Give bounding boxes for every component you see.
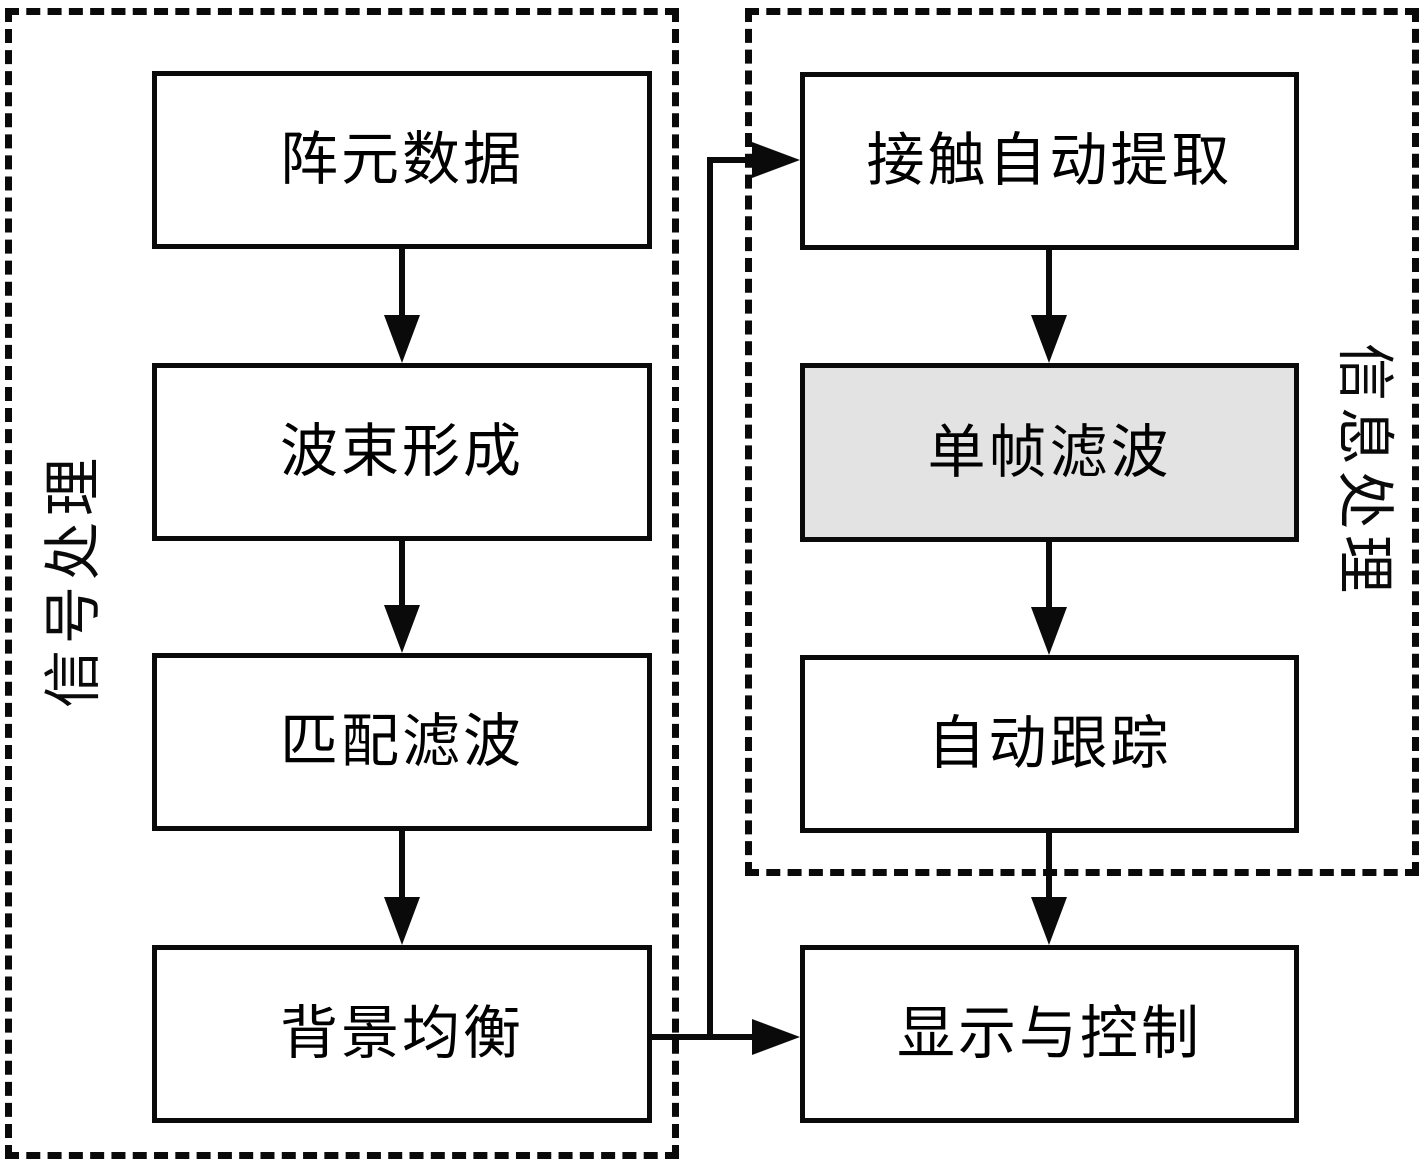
node-single-frame-filter: 单帧滤波 xyxy=(800,363,1299,542)
signal-processing-group-frame xyxy=(5,8,679,1159)
node-array-data: 阵元数据 xyxy=(152,71,652,249)
node-display-and-control: 显示与控制 xyxy=(800,945,1299,1123)
arrowhead-background-to-display xyxy=(752,1019,800,1055)
node-auto-track: 自动跟踪 xyxy=(800,655,1299,833)
signal-processing-group-label: 信号处理 xyxy=(41,451,106,709)
information-processing-group-label: 信息处理 xyxy=(1332,342,1397,600)
node-background-equalization: 背景均衡 xyxy=(152,945,652,1123)
arrowhead-autotrack-to-display xyxy=(1031,897,1067,945)
node-contact-auto-extract: 接触自动提取 xyxy=(800,72,1299,250)
node-beamforming: 波束形成 xyxy=(152,363,652,541)
node-matched-filter: 匹配滤波 xyxy=(152,653,652,831)
